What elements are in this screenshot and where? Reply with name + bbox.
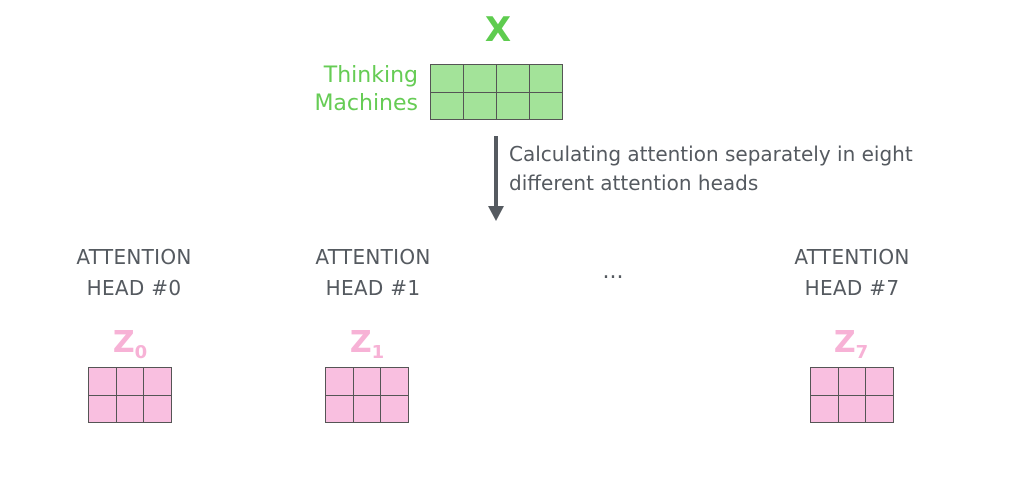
head-title-line1: ATTENTION bbox=[76, 245, 192, 269]
z-letter: Z bbox=[112, 325, 135, 360]
input-word-label: Thinking bbox=[323, 63, 418, 88]
z-subscript: 0 bbox=[134, 342, 148, 363]
attention-head-title: ATTENTION HEAD #0 bbox=[34, 242, 234, 304]
matrix-cell bbox=[464, 92, 497, 120]
matrix-cell bbox=[431, 65, 464, 93]
ellipsis: ... bbox=[602, 259, 624, 284]
z-output-label: Z0 bbox=[90, 326, 170, 364]
matrix-cell bbox=[353, 395, 382, 423]
matrix-cell bbox=[89, 395, 117, 423]
matrix-cell bbox=[89, 368, 117, 396]
matrix-cell bbox=[144, 395, 172, 423]
attention-head-title: ATTENTION HEAD #7 bbox=[752, 242, 952, 304]
z-output-matrix bbox=[325, 367, 409, 423]
z-subscript: 7 bbox=[855, 342, 869, 363]
matrix-cell bbox=[838, 368, 867, 396]
head-title-line1: ATTENTION bbox=[315, 245, 431, 269]
z-subscript: 1 bbox=[371, 342, 385, 363]
head-title-line1: ATTENTION bbox=[794, 245, 910, 269]
matrix-cell bbox=[116, 368, 145, 396]
matrix-cell bbox=[381, 368, 409, 396]
head-title-line2: HEAD #7 bbox=[804, 276, 900, 300]
matrix-cell bbox=[144, 368, 172, 396]
matrix-cell bbox=[381, 395, 409, 423]
matrix-cell bbox=[431, 92, 464, 120]
matrix-cell bbox=[326, 368, 354, 396]
matrix-cell bbox=[838, 395, 867, 423]
matrix-cell bbox=[866, 395, 894, 423]
z-letter: Z bbox=[833, 325, 856, 360]
matrix-cell bbox=[497, 65, 530, 93]
matrix-cell bbox=[530, 92, 563, 120]
matrix-cell bbox=[464, 65, 497, 93]
matrix-cell bbox=[530, 65, 563, 93]
z-output-matrix bbox=[88, 367, 172, 423]
input-matrix bbox=[430, 64, 563, 120]
matrix-cell bbox=[353, 368, 382, 396]
matrix-cell bbox=[866, 368, 894, 396]
input-matrix-title: X bbox=[484, 10, 512, 50]
head-title-line2: HEAD #1 bbox=[325, 276, 421, 300]
z-output-label: Z1 bbox=[327, 326, 407, 364]
head-title-line2: HEAD #0 bbox=[86, 276, 182, 300]
process-description: Calculating attention separately in eigh… bbox=[509, 142, 913, 195]
matrix-cell bbox=[811, 395, 839, 423]
z-letter: Z bbox=[349, 325, 372, 360]
input-word-label: Machines bbox=[314, 91, 418, 116]
matrix-cell bbox=[497, 92, 530, 120]
matrix-cell bbox=[116, 395, 145, 423]
down-arrow-icon bbox=[488, 136, 504, 221]
attention-head-title: ATTENTION HEAD #1 bbox=[273, 242, 473, 304]
matrix-cell bbox=[811, 368, 839, 396]
z-output-label: Z7 bbox=[811, 326, 891, 364]
matrix-cell bbox=[326, 395, 354, 423]
z-output-matrix bbox=[810, 367, 894, 423]
